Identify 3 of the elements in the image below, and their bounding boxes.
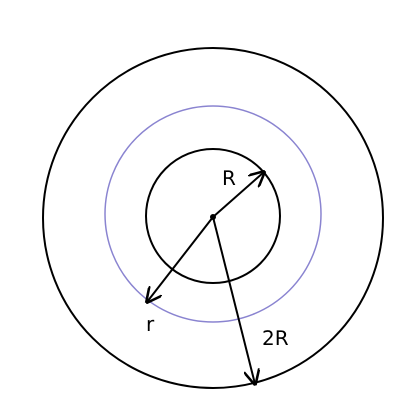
radius-label: 2R [262, 328, 289, 348]
radius-label: R [222, 168, 236, 188]
radius-label: r [146, 314, 154, 334]
